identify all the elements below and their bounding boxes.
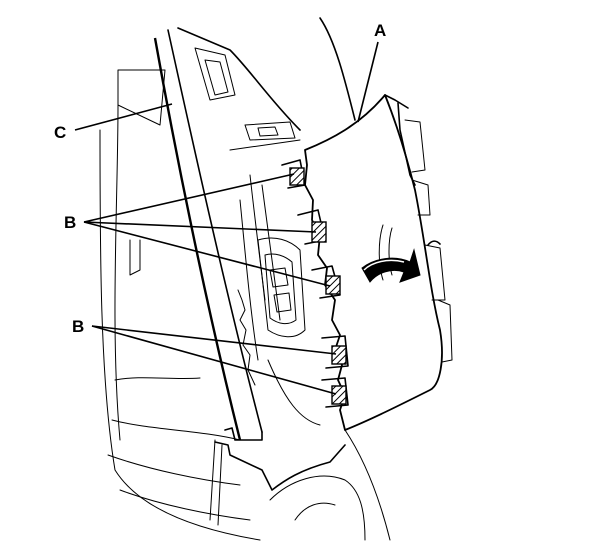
- clip-b-1: [281, 159, 306, 189]
- leader-b-3: [83, 221, 331, 287]
- clip-b-group: [281, 159, 349, 408]
- label-b-upper: B: [64, 213, 76, 232]
- curved-arrow-icon: [361, 248, 421, 283]
- label-b-lower: B: [72, 317, 84, 336]
- leader-b-1: [83, 173, 295, 223]
- leader-b-2: [83, 221, 317, 233]
- leader-b-5: [91, 325, 337, 395]
- leader-b-4: [91, 325, 337, 355]
- clip-b-5: [321, 377, 349, 408]
- clip-b-4: [321, 335, 349, 369]
- leader-lines: [74, 41, 379, 395]
- label-c: C: [54, 123, 66, 142]
- body-outline: [99, 17, 391, 541]
- leader-a: [357, 41, 379, 123]
- pillar-structure-c: [153, 27, 346, 491]
- leader-c: [74, 103, 173, 131]
- label-a: A: [374, 21, 386, 40]
